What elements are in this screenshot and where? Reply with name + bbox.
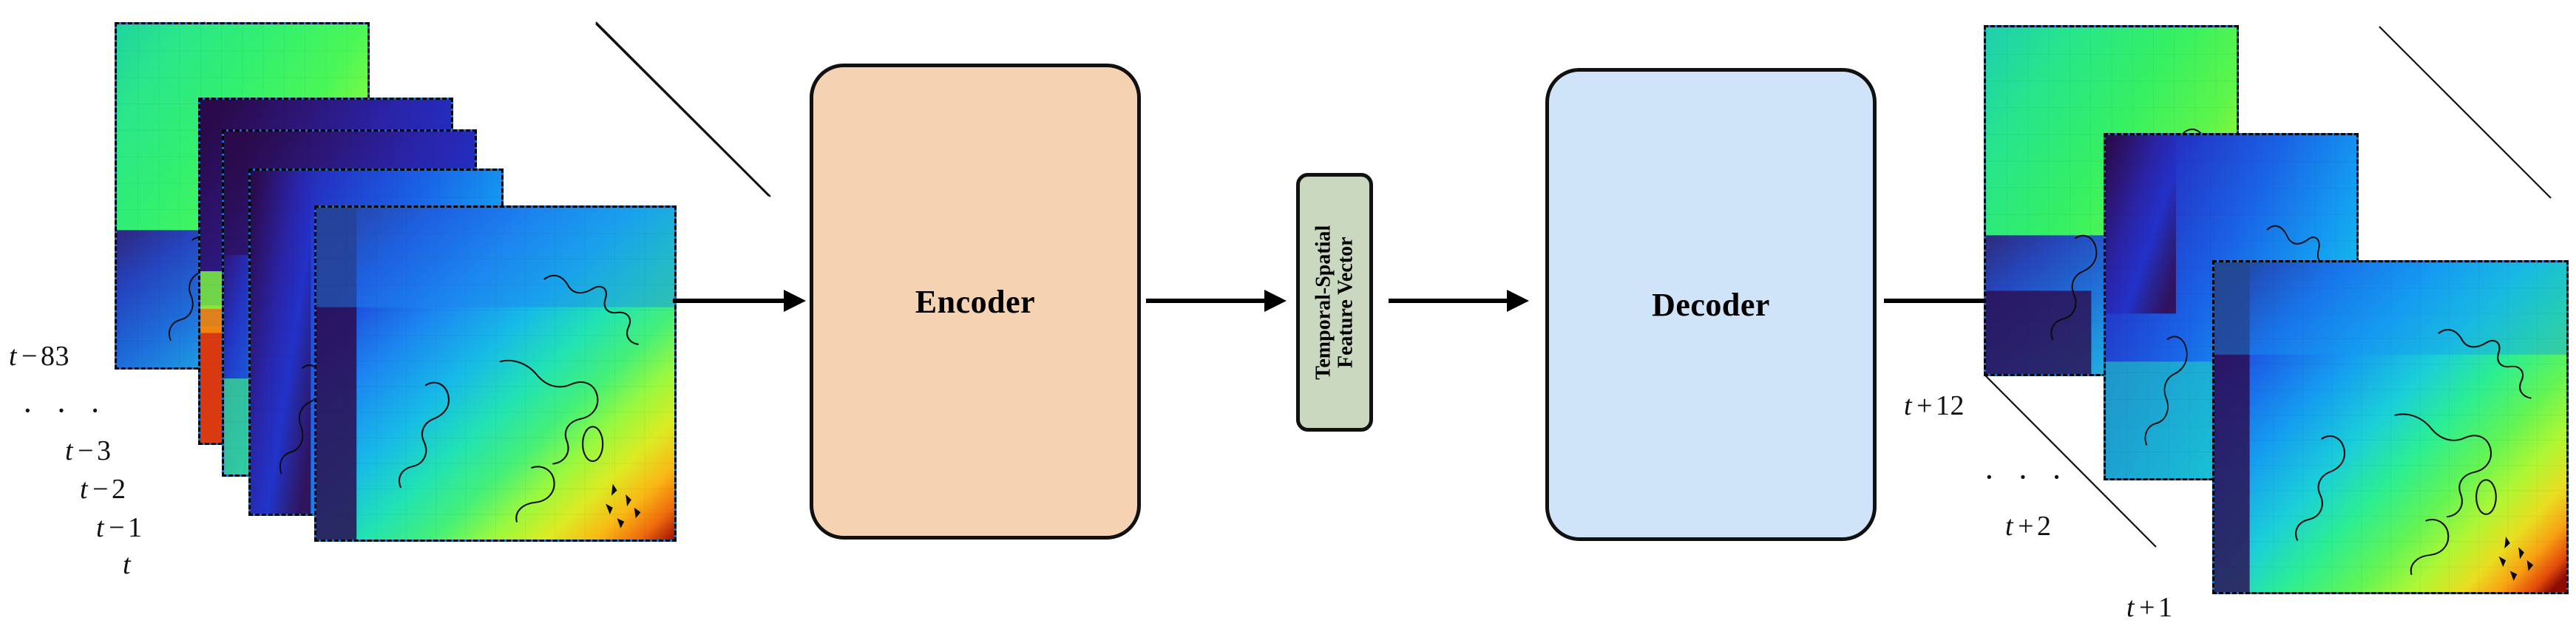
pixel-grid-overlay — [2214, 262, 2566, 592]
feature-vector-label: Temporal-Spatial Feature Vector — [1312, 225, 1357, 380]
input-time-label-t-1: t−1 — [96, 512, 143, 543]
output-frame-t-plus-1 — [2212, 260, 2569, 594]
frame-colormap — [2214, 262, 2566, 592]
encoder-block[interactable]: Encoder — [810, 64, 1141, 540]
encoder-label: Encoder — [915, 283, 1036, 320]
feature-vector-block[interactable]: Temporal-Spatial Feature Vector — [1296, 173, 1373, 432]
arrow-encoder-to-vector — [1146, 290, 1287, 312]
input-time-ellipsis: · · · — [22, 392, 108, 429]
input-time-label-t-3: t−3 — [65, 435, 112, 466]
arrow-input-to-encoder — [673, 290, 806, 312]
pixel-grid-overlay — [316, 208, 674, 540]
input-time-label-t: t — [123, 549, 132, 580]
input-time-label-t-83: t−83 — [9, 341, 70, 372]
output-time-label-t-plus-1: t+1 — [2126, 592, 2173, 623]
output-time-label-t-plus-12: t+12 — [1904, 390, 1965, 421]
input-time-label-t-2: t−2 — [80, 474, 126, 505]
output-time-label-t-plus-2: t+2 — [2005, 511, 2052, 542]
output-time-ellipsis: · · · — [1984, 459, 2070, 495]
feature-vector-line2: Feature Vector — [1334, 237, 1357, 368]
frame-colormap — [316, 208, 674, 540]
feature-vector-line1: Temporal-Spatial — [1311, 225, 1335, 380]
arrow-vector-to-decoder — [1389, 290, 1529, 312]
input-frame-t — [314, 205, 677, 542]
decoder-block[interactable]: Decoder — [1545, 68, 1877, 541]
decoder-label: Decoder — [1652, 286, 1770, 323]
